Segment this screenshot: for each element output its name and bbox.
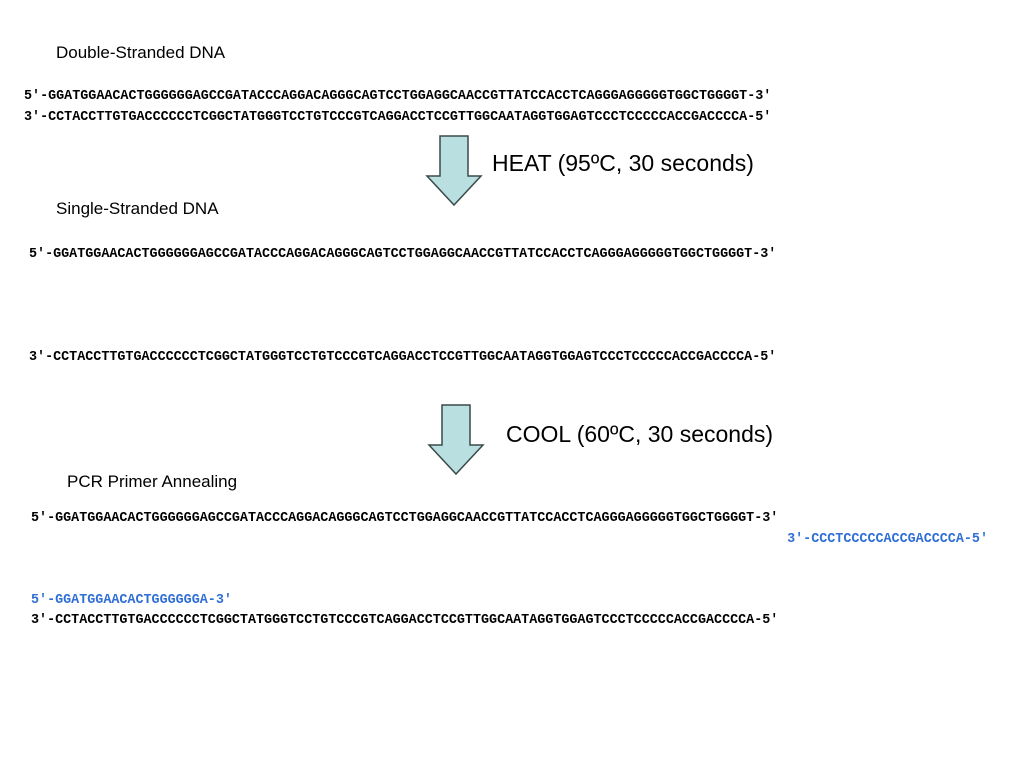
down-arrow-icon [427, 404, 485, 476]
heat-arrow-shape [425, 135, 483, 207]
cool-arrow-shape [427, 404, 485, 476]
single-stranded-title: Single-Stranded DNA [56, 199, 219, 218]
annealing-title: PCR Primer Annealing [67, 472, 238, 491]
down-arrow-icon [425, 135, 483, 207]
anneal-bottom-strand: 3′-CCTACCTTGTGACCCCCCTCGGCTATGGGTCCTGTCC… [31, 613, 779, 628]
ss-top-strand: 5′-GGATGGAACACTGGGGGGAGCCGATACCCAGGACAGG… [29, 247, 777, 262]
reverse-primer: 3′-CCCTCCCCCACCGACCCCA-5′ [787, 532, 988, 547]
double-stranded-title: Double-Stranded DNA [56, 43, 226, 62]
ss-bottom-strand: 3′-CCTACCTTGTGACCCCCCTCGGCTATGGGTCCTGTCC… [29, 350, 777, 365]
ds-bottom-strand: 3′-CCTACCTTGTGACCCCCCTCGGCTATGGGTCCTGTCC… [24, 110, 772, 125]
forward-primer: 5′-GGATGGAACACTGGGGGGA-3′ [31, 593, 232, 608]
cool-step-label: COOL (60ºC, 30 seconds) [506, 421, 774, 447]
anneal-top-strand: 5′-GGATGGAACACTGGGGGGAGCCGATACCCAGGACAGG… [31, 511, 779, 526]
ds-top-strand: 5′-GGATGGAACACTGGGGGGAGCCGATACCCAGGACAGG… [24, 89, 772, 104]
heat-step-label: HEAT (95ºC, 30 seconds) [492, 150, 754, 176]
